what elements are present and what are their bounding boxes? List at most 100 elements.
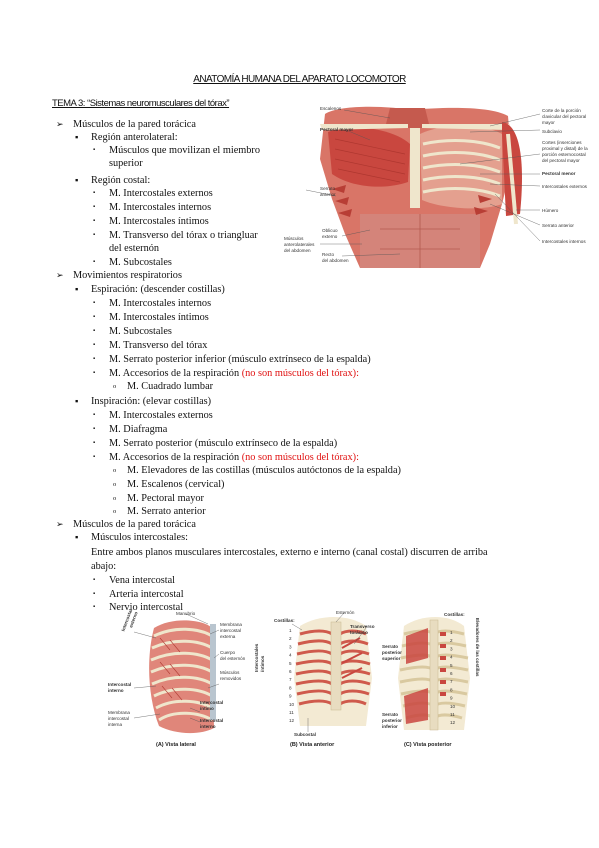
- square-bullet-icon: ▪: [93, 204, 96, 210]
- rib-number-label: 2: [289, 636, 292, 641]
- panel-anterior-view: Costillas: Esternón Transverso torácico …: [254, 610, 375, 748]
- rib-number-label: 11: [450, 712, 455, 717]
- rib-number-label: 8: [450, 687, 453, 692]
- label-escalenos: Escalenos: [320, 106, 342, 111]
- intercostal-muscles-figure: Intercostal externo Manubrio Membrana in…: [108, 608, 480, 748]
- rib-number-label: 10: [289, 702, 295, 707]
- rib-number-label: 12: [289, 718, 295, 723]
- label-recto-a: Recto: [322, 252, 334, 257]
- list-item: Región costal:: [91, 175, 151, 186]
- right-clavicle-shape: [422, 124, 510, 130]
- label-intercostales-internos: Intercostales internos: [542, 239, 586, 244]
- rib-number-label: 3: [450, 646, 453, 651]
- label-serrato-anterior-b: anterior: [320, 192, 336, 197]
- label-c-costillas: Costillas:: [444, 612, 465, 617]
- list-item: Espiración: (descender costillas): [91, 284, 225, 295]
- label-a-cuerpo-a: Cuerpo: [220, 650, 236, 655]
- red-note: (no son músculos del tórax):: [241, 368, 359, 379]
- label-a-intercostal-externo-b: externo: [128, 611, 138, 628]
- label-a-musculos-removidos-a: Músculos: [220, 670, 240, 675]
- label-musculos-ant-c: del abdomen: [284, 248, 311, 253]
- label-b-intercostales-intimos-b: íntimos: [260, 655, 265, 672]
- rib-number-label: 1: [289, 628, 292, 633]
- circle-bullet-icon: o: [113, 481, 117, 488]
- square-bullet-icon: ▪: [93, 147, 96, 153]
- rib-number-label: 8: [289, 685, 292, 690]
- paragraph-continuation: abajo:: [91, 561, 117, 572]
- label-a-membrana-ext-c: externa: [220, 634, 236, 639]
- square-bullet-icon: ▪: [93, 426, 96, 432]
- label-oblicuo-b: externo: [322, 234, 338, 239]
- list-item: M. Transverso del tórax: [109, 340, 208, 351]
- label-b-costillas: Costillas:: [274, 618, 295, 623]
- square-bullet-icon: ▪: [93, 412, 96, 418]
- rib-number-label: 3: [289, 644, 292, 649]
- label-serrato-anterior: Serrato anterior: [542, 223, 574, 228]
- list-item: Músculos intercostales:: [91, 532, 188, 543]
- square-bullet-icon: ▪: [93, 190, 96, 196]
- list-item: M. Intercostales íntimos: [109, 312, 209, 323]
- caption-posterior-view: (C) Vista posterior: [404, 742, 452, 748]
- caption-lateral-view: (A) Vista lateral: [156, 742, 196, 748]
- list-item: Inspiración: (elevar costillas): [91, 396, 212, 407]
- label-c-serrato-sup-b: posterior: [382, 650, 402, 655]
- rib-number-label: 4: [450, 655, 453, 660]
- label-pectoral-menor: Pectoral menor: [542, 171, 576, 176]
- humerus-shape: [506, 133, 518, 225]
- list-item: M. Intercostales externos: [109, 188, 213, 199]
- square-bullet-icon: ▪: [93, 232, 96, 238]
- neck-shape: [385, 108, 430, 128]
- sternum-shape: [410, 128, 420, 208]
- list-item-continuation: superior: [109, 158, 143, 169]
- label-corte-a: Corte de la porción: [542, 108, 581, 113]
- rib-number-label: 9: [450, 696, 453, 701]
- rib-number-label: 6: [450, 671, 453, 676]
- list-item: M. Intercostales íntimos: [109, 216, 209, 227]
- label-cortes-d: del pectoral mayor: [542, 158, 580, 163]
- label-corte-c: mayor: [542, 120, 555, 125]
- label-cortes-a: Cortes (inserciones: [542, 140, 582, 145]
- square-bullet-icon: ▪: [93, 370, 96, 376]
- paragraph: Entre ambos planos musculares intercosta…: [91, 547, 488, 558]
- list-item: M. Intercostales externos: [109, 410, 213, 421]
- list-item-text: M. Accesorios de la respiración: [109, 452, 242, 463]
- label-a-membrana-int-a: Membrana: [108, 710, 130, 715]
- list-item: M. Diafragma: [109, 424, 168, 435]
- section-heading: Músculos de la pared torácica: [73, 119, 196, 130]
- list-item: Región anterolateral:: [91, 132, 178, 143]
- caption-anterior-view: (B) Vista anterior: [290, 742, 335, 748]
- section-heading: Movimientos respiratorios: [73, 270, 182, 281]
- label-oblicuo-a: Oblicuo: [322, 228, 338, 233]
- arrow-bullet-icon: ➢: [56, 519, 64, 529]
- right-chest-shape: [420, 125, 502, 209]
- square-bullet-icon: ▪: [93, 577, 96, 583]
- rib-number-label: 7: [289, 677, 292, 682]
- label-a-intercostal-interno2-b: interno: [200, 724, 216, 729]
- square-bullet-icon: ▪: [93, 356, 96, 362]
- square-bullet-icon: ▪: [93, 328, 96, 334]
- list-item: M. Elevadores de las costillas (músculos…: [127, 465, 401, 476]
- list-item: M. Accesorios de la respiración (no son …: [109, 451, 359, 464]
- list-item: M. Serrato anterior: [127, 506, 206, 517]
- label-a-musculos-removidos-b: removidos: [220, 676, 242, 681]
- list-item: M. Serrato posterior (músculo extrínseco…: [109, 438, 338, 449]
- rib-number-label: 5: [289, 661, 292, 666]
- list-item: M. Pectoral mayor: [127, 493, 204, 504]
- arrow-bullet-icon: ➢: [56, 119, 64, 129]
- square-bullet-icon: ▪: [93, 300, 96, 306]
- dot-bullet-icon: ▪: [75, 396, 79, 407]
- rib-number-label: 4: [289, 653, 292, 658]
- left-clavicle-shape: [320, 124, 408, 130]
- rib-number-label: 11: [289, 710, 294, 715]
- dot-bullet-icon: ▪: [75, 532, 79, 543]
- label-a-membrana-ext-a: Membrana: [220, 622, 242, 627]
- rib-number-label: 6: [289, 669, 292, 674]
- label-a-intercostal-intimo-a: Intercostal: [200, 700, 223, 705]
- label-cortes-c: porción esternocostal: [542, 152, 586, 157]
- list-item: Vena intercostal: [109, 575, 176, 586]
- label-b-transverso-b: torácico: [350, 630, 368, 635]
- label-recto-b: del abdomen: [322, 258, 349, 263]
- list-item: M. Subcostales: [109, 326, 172, 337]
